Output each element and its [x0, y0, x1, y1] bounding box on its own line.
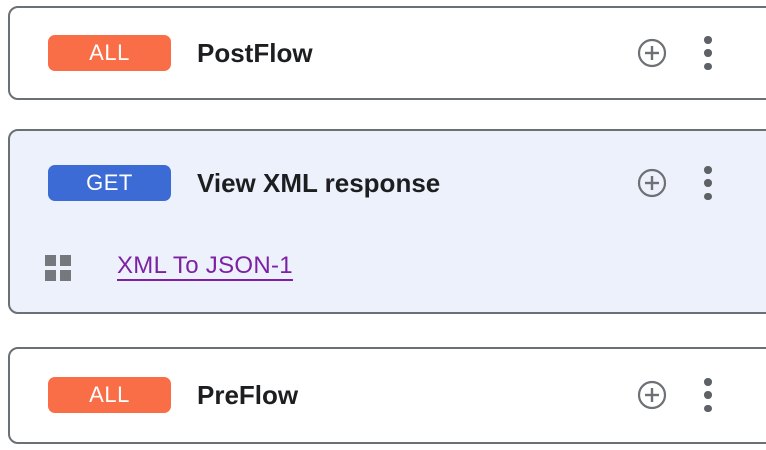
- flow-title: View XML response: [197, 168, 441, 198]
- plus-circle-icon: [637, 168, 667, 198]
- three-dot-menu-icon: [704, 378, 712, 386]
- add-policy-button[interactable]: [637, 380, 667, 410]
- plus-circle-icon: [637, 380, 667, 410]
- more-options-button[interactable]: [698, 378, 718, 412]
- policy-grid-icon: [45, 255, 71, 281]
- plus-circle-icon: [637, 38, 667, 68]
- flow-title: PreFlow: [197, 380, 299, 410]
- flow-card-postflow[interactable]: ALL PostFlow: [8, 6, 766, 100]
- flow-card-preflow[interactable]: ALL PreFlow: [8, 347, 766, 444]
- method-badge: GET: [48, 165, 171, 201]
- more-options-button[interactable]: [698, 36, 718, 70]
- method-badge: ALL: [48, 377, 171, 413]
- flow-card-view-xml-response[interactable]: GET View XML response XML To JSON-1: [8, 129, 766, 389]
- add-policy-button[interactable]: [637, 168, 667, 198]
- policy-link[interactable]: XML To JSON-1: [117, 252, 293, 279]
- more-options-button[interactable]: [698, 166, 718, 200]
- flow-title: PostFlow: [197, 38, 313, 68]
- method-badge: ALL: [48, 35, 171, 71]
- add-policy-button[interactable]: [637, 38, 667, 68]
- three-dot-menu-icon: [704, 166, 712, 174]
- policy-row: XML To JSON-1: [10, 235, 766, 389]
- three-dot-menu-icon: [704, 36, 712, 44]
